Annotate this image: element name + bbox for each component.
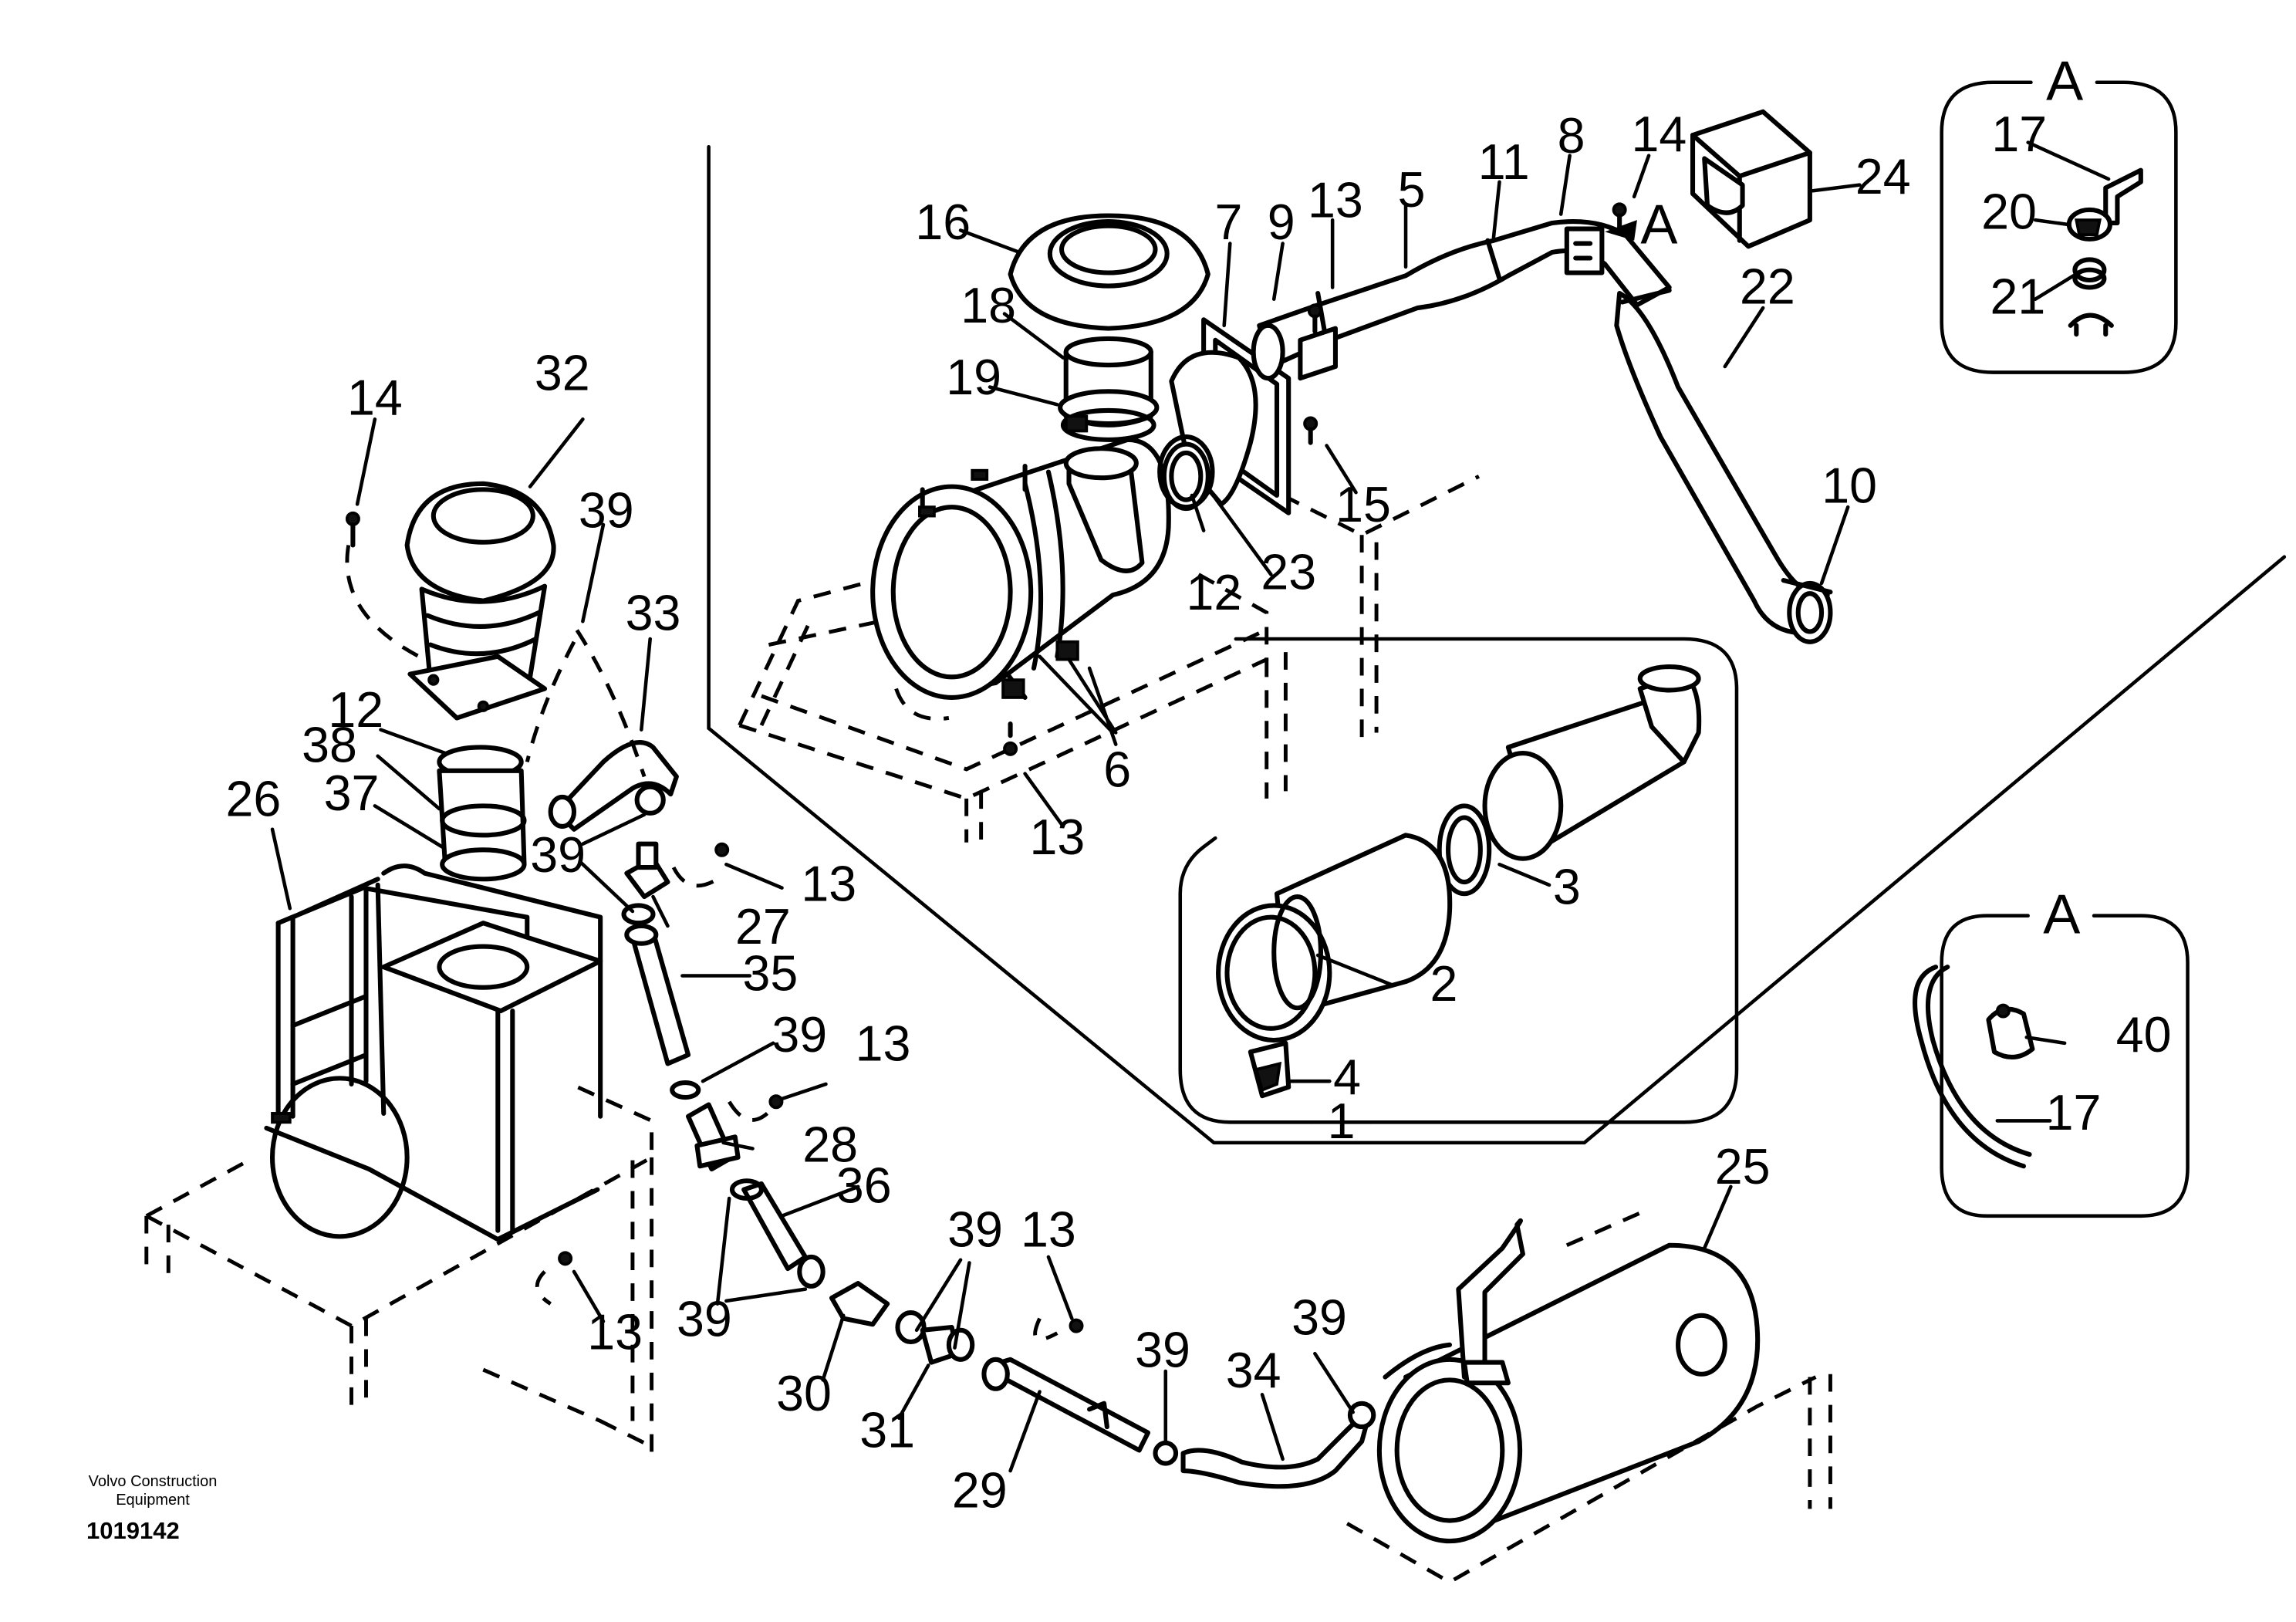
- callout-32: 32: [535, 345, 590, 400]
- inset-view-label-top: A: [2046, 51, 2083, 113]
- callout-39-tube: 39: [1135, 1322, 1190, 1377]
- callout-18: 18: [961, 278, 1016, 333]
- callout-7: 7: [1214, 194, 1242, 250]
- callout-15: 15: [1335, 477, 1391, 532]
- filter-element-assembly: [1216, 664, 1702, 1099]
- guard-frame-26: [264, 863, 603, 1242]
- drawing-number: 1019142: [86, 1517, 180, 1544]
- callout-5: 5: [1398, 162, 1426, 218]
- callout-38: 38: [302, 717, 357, 772]
- callout-19: 19: [946, 350, 1001, 405]
- cover-cap-24: [1690, 109, 1812, 249]
- callout-12-right: 12: [1187, 565, 1242, 620]
- callout-4: 4: [1333, 1049, 1361, 1105]
- callout-13-fitting: 13: [801, 857, 856, 912]
- callout-27: 27: [735, 899, 791, 955]
- callout-26: 26: [225, 772, 281, 827]
- callout-30: 30: [776, 1366, 832, 1421]
- callout-24: 24: [1855, 149, 1911, 204]
- hose-34: [1153, 1401, 1376, 1489]
- callout-13-tube: 13: [1021, 1202, 1076, 1258]
- manufacturer-line-1: Volvo Construction: [88, 1473, 218, 1490]
- callout-8: 8: [1558, 108, 1585, 164]
- callout-13-top: 13: [1308, 172, 1363, 228]
- small-bolts-lower: [345, 511, 1084, 1342]
- inset-frame-air-cleaner: [1178, 637, 1739, 1124]
- manufacturer-label: Volvo Construction Equipment: [52, 1472, 253, 1509]
- callout-37: 37: [324, 765, 380, 821]
- hose-clamps-and-bolts: [1003, 202, 1627, 756]
- inset-frame-a-bottom: [1940, 914, 2190, 1218]
- callout-23: 23: [1261, 544, 1316, 600]
- callout-16: 16: [915, 194, 971, 250]
- callout-39-lower-left: 39: [677, 1291, 732, 1347]
- callout-numbers: 1 2 3 4 5 6 7 8 9 10 11 12 12 13 13 13 1…: [225, 106, 2172, 1519]
- callout-14-top: 14: [1632, 106, 1687, 162]
- air-outlet-elbow-23: [1161, 350, 1258, 512]
- fittings-27-28: [621, 784, 741, 1172]
- callout-2: 2: [1430, 956, 1457, 1012]
- inset-frame-a-top: [1940, 80, 2178, 374]
- pre-cleaner-top: [1008, 213, 1210, 442]
- callout-14-left: 14: [347, 370, 403, 426]
- valve-assembly-view-a-bottom: [1913, 965, 2035, 1169]
- callout-31: 31: [859, 1403, 915, 1458]
- callout-17-bottom: 17: [2046, 1085, 2102, 1140]
- callout-9: 9: [1268, 194, 1295, 250]
- intake-hose-33-35: [548, 740, 691, 1066]
- valve-assembly-view-a-top: [2066, 167, 2143, 337]
- leader-lines: [270, 140, 2111, 1473]
- intake-hose-run: [1251, 219, 1833, 644]
- base-frame-left: [144, 1082, 654, 1458]
- callout-21: 21: [1990, 269, 2046, 325]
- silencer-25: [1346, 1211, 1832, 1585]
- callout-35: 35: [742, 945, 798, 1001]
- callout-39-silencer: 39: [1292, 1290, 1347, 1346]
- valve-30-31: [797, 1254, 975, 1365]
- callout-13-base: 13: [587, 1305, 643, 1360]
- callout-40: 40: [2116, 1007, 2172, 1063]
- callout-28: 28: [802, 1117, 858, 1173]
- air-cleaner-mounting-base: [738, 452, 1481, 843]
- callout-36: 36: [836, 1158, 892, 1214]
- tube-29: [981, 1357, 1151, 1453]
- callout-29: 29: [952, 1462, 1008, 1518]
- callout-12-left: 12: [328, 682, 383, 738]
- callout-20: 20: [1981, 184, 2037, 240]
- callout-11: 11: [1478, 134, 1530, 190]
- view-arrow-icon: [1605, 220, 1637, 241]
- callout-39-bracket: 39: [772, 1007, 827, 1063]
- callout-25: 25: [1715, 1139, 1771, 1195]
- callout-22: 22: [1740, 259, 1795, 314]
- callout-17-top: 17: [1991, 106, 2047, 162]
- pre-cleaner-32: [404, 481, 556, 721]
- rubber-connector-37-38: [437, 745, 527, 882]
- callout-1: 1: [1328, 1093, 1356, 1149]
- callout-10: 10: [1822, 458, 1877, 513]
- callout-39-valve: 39: [947, 1202, 1003, 1258]
- view-arrow-label: A: [1640, 194, 1677, 256]
- callout-3: 3: [1553, 860, 1581, 915]
- air-cleaner-outlet-elbow: [1063, 446, 1145, 573]
- callout-33: 33: [626, 586, 681, 641]
- callout-34: 34: [1226, 1343, 1281, 1398]
- callout-13-bracket: 13: [856, 1016, 911, 1072]
- callout-6: 6: [1103, 742, 1131, 798]
- inset-view-label-bottom: A: [2043, 884, 2080, 945]
- callout-13-cleaner: 13: [1029, 809, 1085, 865]
- callout-39-pre-cleaner: 39: [579, 483, 634, 539]
- view-labels: A A A: [1605, 51, 2083, 945]
- callout-39-fitting: 39: [530, 827, 586, 883]
- manufacturer-line-2: Equipment: [116, 1492, 190, 1509]
- lower-hose-36: [729, 1178, 808, 1272]
- main-assembly-frame: [707, 144, 2287, 1145]
